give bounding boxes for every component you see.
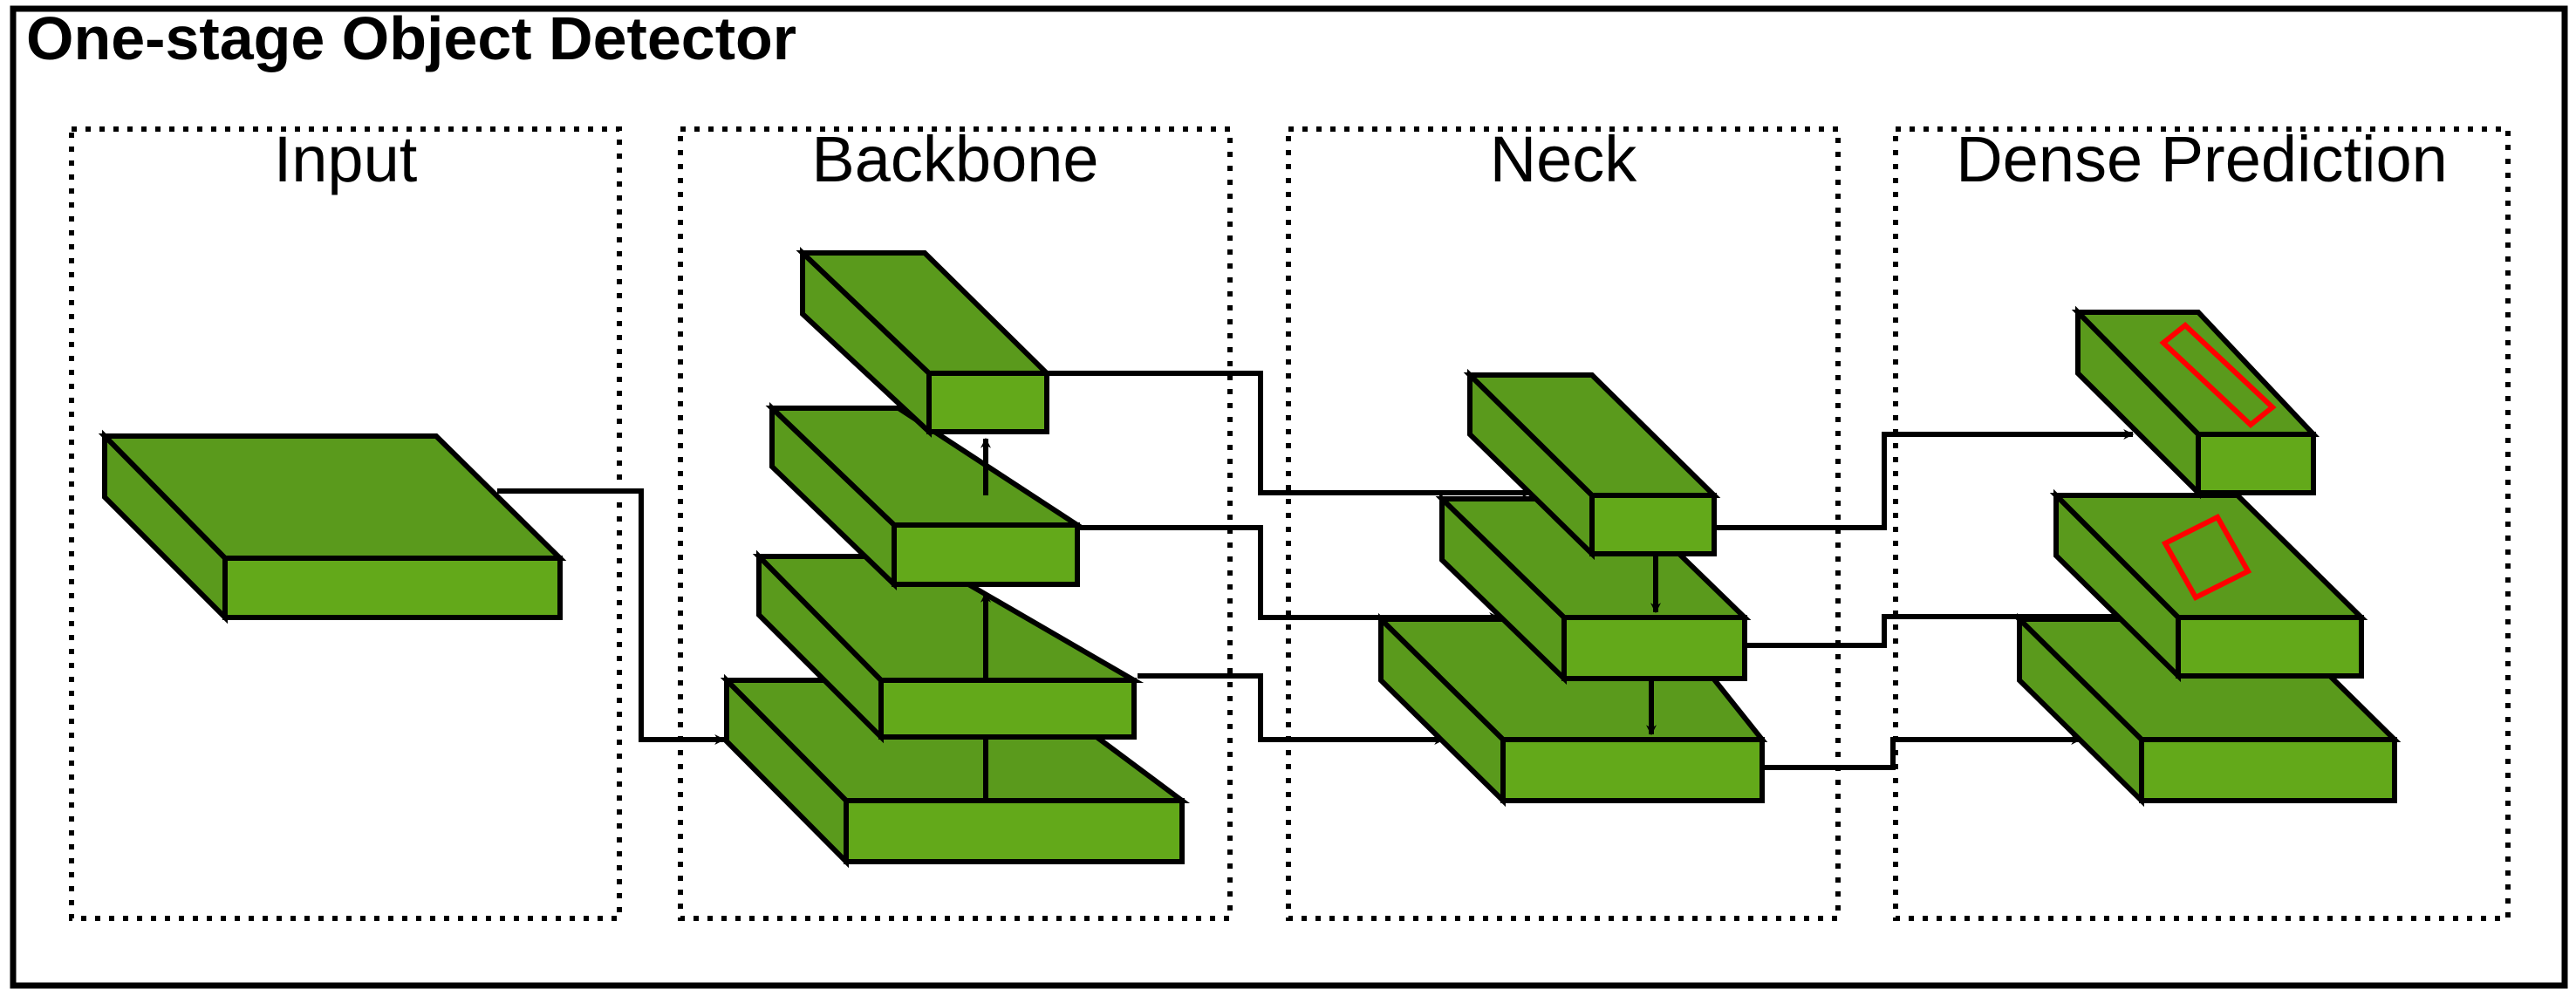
stage-label-dense-prediction: Dense Prediction: [1956, 123, 2448, 195]
neck-block-p2: [1435, 492, 1752, 686]
arrow-backbone-c3-to-neck: [1047, 371, 1533, 498]
neck-downward-arrows: [1646, 556, 1661, 736]
arrow-neck-p1-to-head: [1762, 734, 2082, 770]
stage-label-backbone: Backbone: [811, 123, 1098, 195]
feature-blocks: [98, 247, 2402, 869]
prediction-box-medium: [2161, 514, 2252, 601]
outer-frame: [10, 5, 2568, 989]
backbone-block-c3: [765, 401, 1087, 591]
neck-block-p3: [1463, 368, 1721, 561]
backbone-block-c2: [752, 549, 1145, 744]
prediction-boxes: [2159, 322, 2277, 601]
head-block-medium: [2049, 488, 2368, 683]
head-block-small: [2071, 305, 2320, 500]
backbone-block-c1: [720, 673, 1191, 869]
prediction-box-small: [2159, 322, 2277, 428]
diagram-title: One-stage Object Detector: [26, 4, 796, 72]
arrow-input-to-backbone: [497, 488, 726, 745]
input-block: [98, 429, 567, 624]
stage-label-input: Input: [274, 123, 418, 195]
arrow-neck-p3-to-head: [1714, 429, 2135, 530]
backbone-block-c4: [796, 247, 1054, 438]
panel-input: [69, 126, 622, 921]
arrow-backbone-c1-to-neck: [1138, 673, 1445, 745]
stage-label-neck: Neck: [1490, 123, 1638, 195]
panel-dense-prediction: [1893, 126, 2511, 921]
